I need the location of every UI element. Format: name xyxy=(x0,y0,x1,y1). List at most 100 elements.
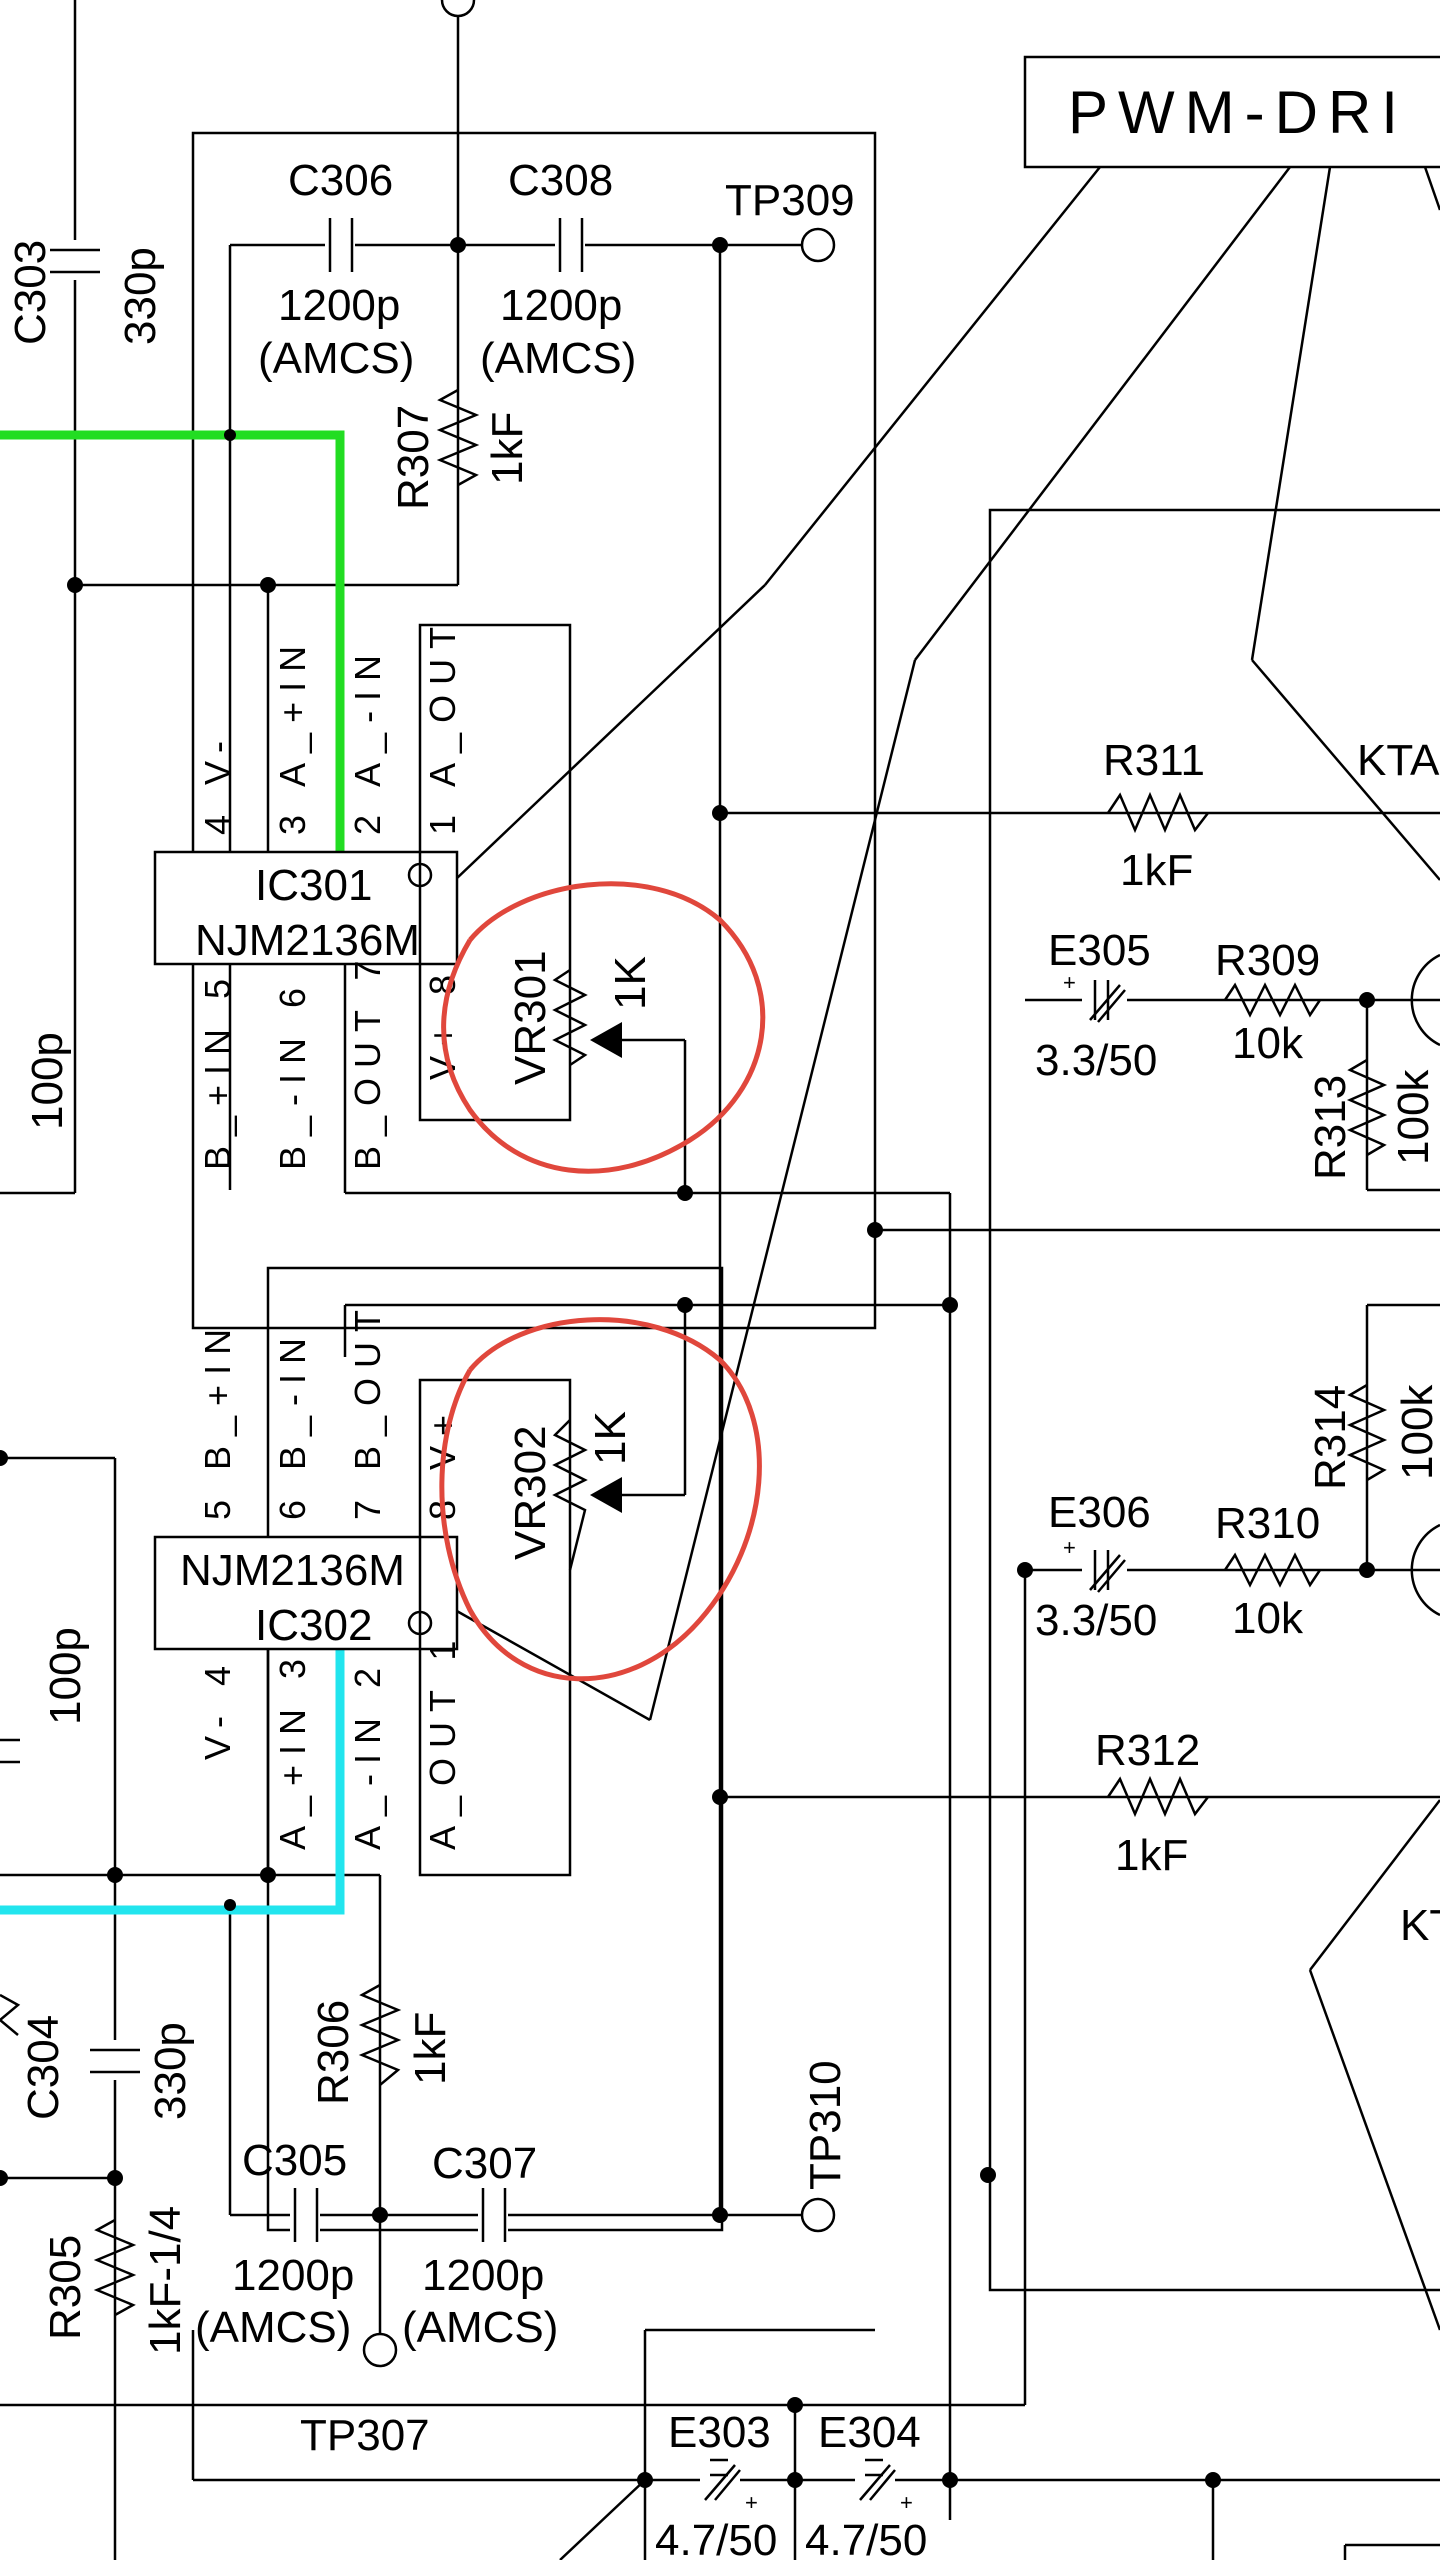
c305-ref: C305 xyxy=(242,2136,347,2185)
lower-right-circle-arc xyxy=(1410,1523,1440,1617)
c308-symbol xyxy=(555,215,585,275)
r313-symbol xyxy=(1346,1058,1388,1157)
tp307-circle xyxy=(362,2332,398,2368)
c304-ref: C304 xyxy=(19,2015,68,2120)
c305-symbol xyxy=(290,2185,320,2245)
upper-right-circle-arc xyxy=(1410,953,1440,1047)
r307-value: 1kF xyxy=(483,412,532,485)
e304-value: 4.7/50 xyxy=(805,2516,927,2560)
ic301-pin-4: 4 V- xyxy=(197,731,238,835)
e306-symbol: + xyxy=(1063,1535,1127,1595)
r314-symbol xyxy=(1346,1383,1388,1482)
tp-top-circle xyxy=(440,0,476,18)
r310-symbol xyxy=(1223,1552,1322,1588)
r313-ref: R313 xyxy=(1306,1075,1355,1180)
ic302-pin-1: A_OUT 1 xyxy=(422,1631,463,1850)
e306-ref: E306 xyxy=(1048,1488,1151,1537)
green-trace xyxy=(0,430,345,855)
r305-symbol xyxy=(93,2218,137,2317)
ic302-pin-3: A_+IN 3 xyxy=(272,1649,313,1850)
r310-value: 10k xyxy=(1232,1594,1304,1643)
c306-note: (AMCS) xyxy=(258,334,414,383)
c305-value: 1200p xyxy=(232,2251,354,2300)
vr302-wiper-arrow xyxy=(590,1477,622,1513)
ic302-pin-4: V- 4 xyxy=(197,1656,238,1760)
r311-symbol xyxy=(1106,791,1209,834)
ic301-pin-5: B_+IN 5 xyxy=(197,969,238,1170)
r305-value: 1kF-1/4 xyxy=(141,2206,190,2355)
title-box-label: PWM-DRI xyxy=(1068,79,1408,146)
c308-note: (AMCS) xyxy=(480,334,636,383)
vr302-symbol xyxy=(552,1419,588,1571)
r310-ref: R310 xyxy=(1215,1499,1320,1548)
c307-symbol xyxy=(478,2185,508,2245)
r307-ref: R307 xyxy=(389,405,438,510)
vr301-ref: VR301 xyxy=(506,950,555,1085)
ic301-pin-3: 3 A_+IN xyxy=(272,636,313,835)
r312-value: 1kF xyxy=(1115,1831,1188,1880)
c305-note: (AMCS) xyxy=(195,2303,351,2352)
r305-ref: R305 xyxy=(41,2235,90,2340)
r312-symbol xyxy=(1106,1775,1209,1818)
tp309-circle xyxy=(800,227,836,263)
ic301-pin-box xyxy=(418,623,572,1122)
tp307-label: TP307 xyxy=(300,2411,430,2460)
vr301-symbol xyxy=(552,968,588,1067)
ic301-pin-2: 2 A_-IN xyxy=(347,645,388,835)
r311-ref: R311 xyxy=(1103,736,1205,785)
c-left-upper-value: 100p xyxy=(23,1032,72,1130)
c303-ref: C303 xyxy=(6,240,55,345)
tp310-label: TP310 xyxy=(801,2060,850,2190)
e304-ref: E304 xyxy=(818,2408,921,2457)
ic302-pin-5: 5 B_+IN xyxy=(197,1319,238,1520)
ic301-body xyxy=(153,850,459,966)
vr302-ref: VR302 xyxy=(506,1425,555,1560)
vr301-wiper-arrow xyxy=(590,1022,622,1058)
ic301-pins-bottom: B_+IN 5 B_-IN 6 B_OUT 7 V+ 8 xyxy=(197,951,463,1170)
e303-symbol: + xyxy=(700,2450,758,2515)
r306-symbol xyxy=(358,1983,402,2086)
ic301-pin-1: 1 A_OUT xyxy=(422,617,463,835)
vr302-annotation-circle xyxy=(439,1317,762,1682)
e305-symbol: + xyxy=(1063,970,1127,1025)
e305-ref: E305 xyxy=(1048,926,1151,975)
ic302-pin-7: 7 B_OUT xyxy=(347,1300,388,1520)
c303-value: 330p xyxy=(116,247,165,345)
c303-symbol xyxy=(50,240,100,280)
c308-ref: C308 xyxy=(508,156,613,205)
ic301-pins-top: 4 V- 3 A_+IN 2 A_-IN 1 A_OUT xyxy=(197,617,463,835)
r314-value: 100k xyxy=(1393,1384,1440,1480)
svg-text:+: + xyxy=(1063,970,1076,995)
e303-value: 4.7/50 xyxy=(655,2516,777,2560)
ic302-ref: IC302 xyxy=(255,1601,372,1650)
r312-ref: R312 xyxy=(1095,1726,1200,1775)
ic302-pins-top: 5 B_+IN 6 B_-IN 7 B_OUT 8 V+ xyxy=(197,1300,463,1520)
r309-value: 10k xyxy=(1232,1019,1304,1068)
c307-note: (AMCS) xyxy=(402,2303,558,2352)
c306-value: 1200p xyxy=(278,281,400,330)
c304-value: 330p xyxy=(146,2022,195,2120)
r306-value: 1kF xyxy=(406,2012,455,2085)
r307-symbol xyxy=(436,388,480,487)
r309-ref: R309 xyxy=(1215,936,1320,985)
r314-ref: R314 xyxy=(1306,1385,1355,1490)
vr301-value: 1K xyxy=(606,956,655,1010)
r309-symbol xyxy=(1223,982,1322,1018)
c304-adjacent-resistor xyxy=(0,1993,21,2036)
r313-value: 100k xyxy=(1389,1069,1438,1165)
r311-value: 1kF xyxy=(1120,846,1193,895)
e305-value: 3.3/50 xyxy=(1035,1036,1157,1085)
ic302-pin-2: A_-IN 2 xyxy=(347,1658,388,1850)
e306-value: 3.3/50 xyxy=(1035,1596,1157,1645)
ic302-pin-6: 6 B_-IN xyxy=(272,1328,313,1520)
ic301-pin-7: B_OUT 7 xyxy=(347,951,388,1170)
ic301-pin-6: B_-IN 6 xyxy=(272,978,313,1170)
vr302-value: 1K xyxy=(586,1411,635,1465)
c306-symbol xyxy=(325,215,355,275)
c304-symbol xyxy=(90,2040,140,2080)
e303-ref: E303 xyxy=(668,2408,771,2457)
tp310-circle xyxy=(800,2197,836,2233)
c-left-lower-value: 100p xyxy=(41,1627,90,1725)
